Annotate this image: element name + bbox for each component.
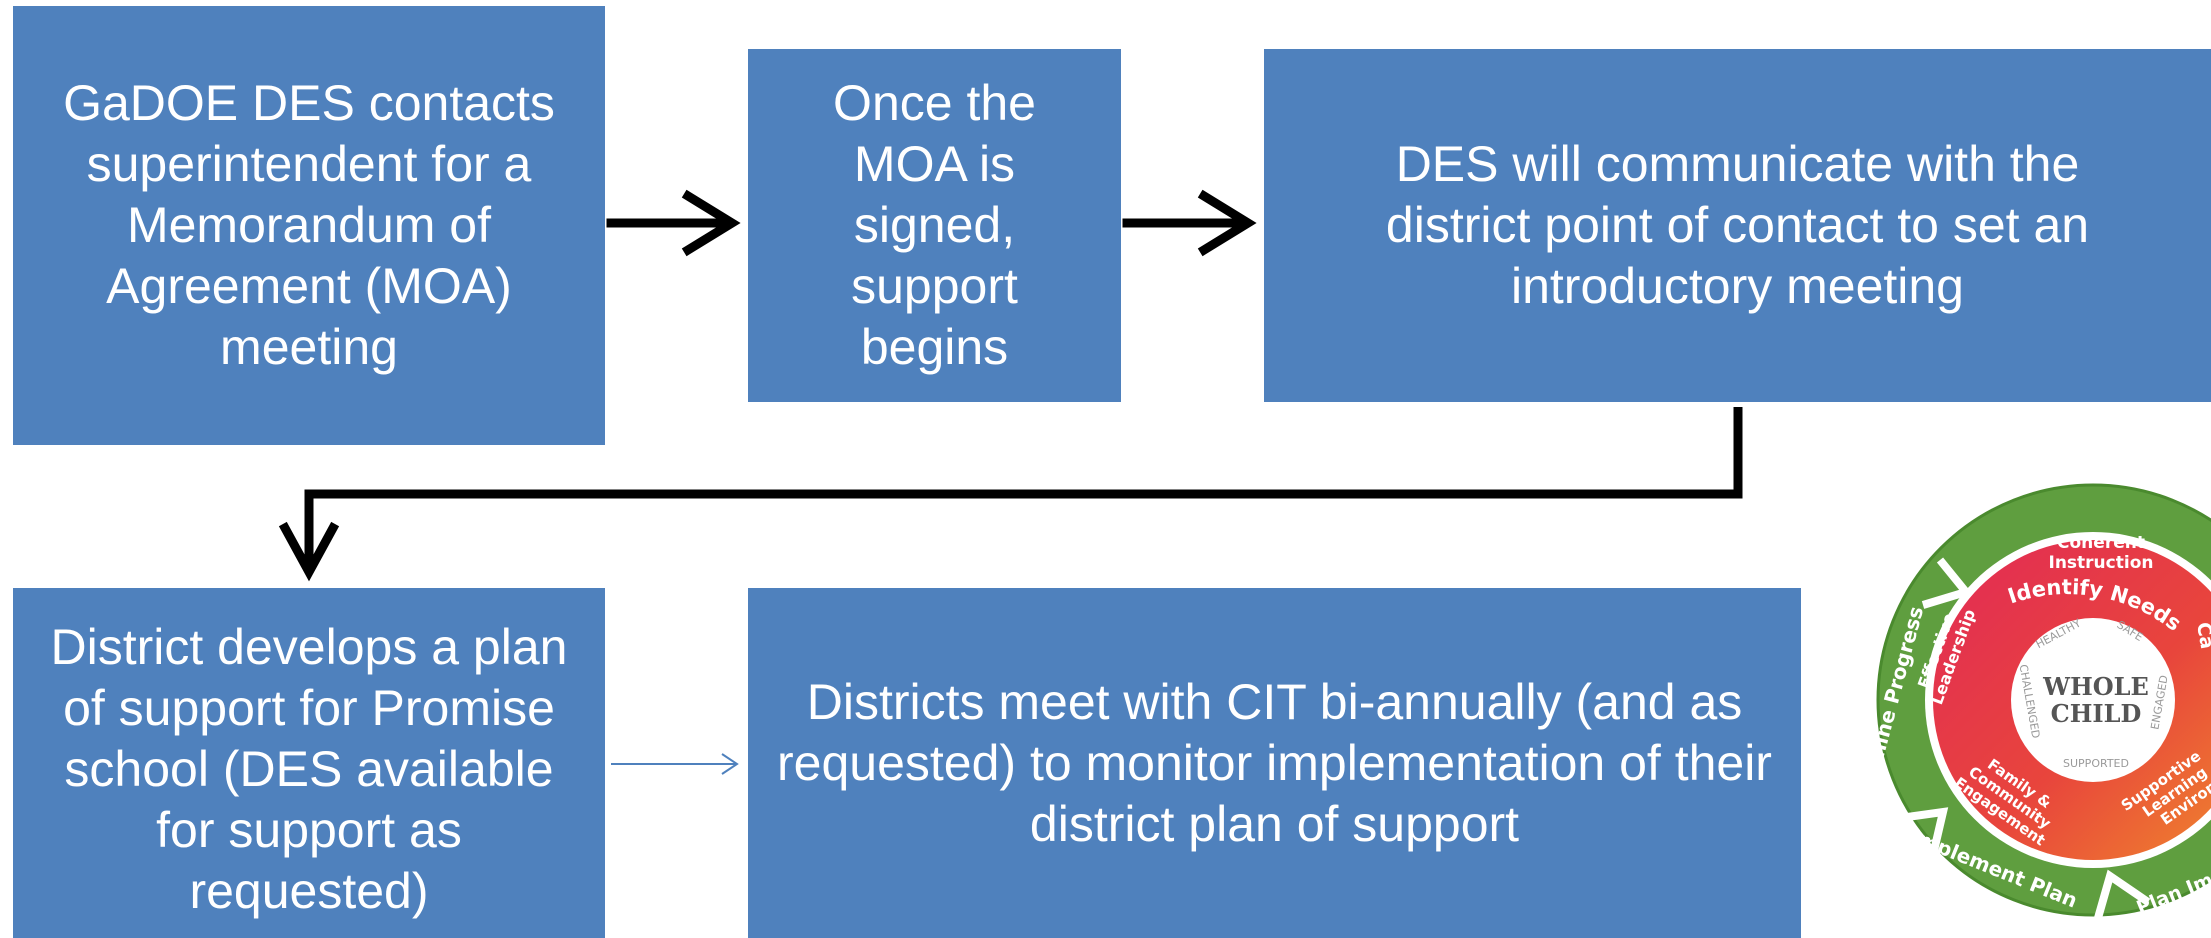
arrow-step4-to-step5 — [611, 753, 739, 775]
step-4-box: District develops a plan of support for … — [13, 588, 605, 938]
step-4-text: District develops a plan of support for … — [50, 619, 568, 919]
label-capacity: Ca — [2192, 621, 2211, 651]
word-supported: SUPPORTED — [2063, 757, 2129, 770]
step-1-text: GaDOE DES contacts superintendent for a … — [63, 75, 555, 375]
whole-child-emblem: Identify Needs Examine Progress Implemen… — [1853, 483, 2211, 919]
step-1-box: GaDOE DES contacts superintendent for a … — [13, 6, 605, 445]
center-circle — [2011, 618, 2175, 782]
step-3-box: DES will communicate with the district p… — [1264, 49, 2211, 402]
step-5-box: Districts meet with CIT bi-annually (and… — [748, 588, 1801, 938]
step-5-text: Districts meet with CIT bi-annually (and… — [777, 673, 1772, 852]
center-child: CHILD — [2051, 699, 2142, 728]
arrow-step1-to-step2 — [606, 189, 741, 257]
arrow-step3-to-step4 — [278, 407, 1743, 582]
step-3-text: DES will communicate with the district p… — [1385, 136, 2090, 314]
whole-child-logo: Identify Needs Examine Progress Implemen… — [1848, 440, 2211, 938]
step-2-text: Once the MOA is signed, support begins — [833, 75, 1036, 375]
step-2-box: Once the MOA is signed, support begins — [748, 49, 1121, 402]
arrow-step2-to-step3 — [1122, 189, 1257, 257]
center-whole: WHOLE — [2042, 672, 2149, 701]
